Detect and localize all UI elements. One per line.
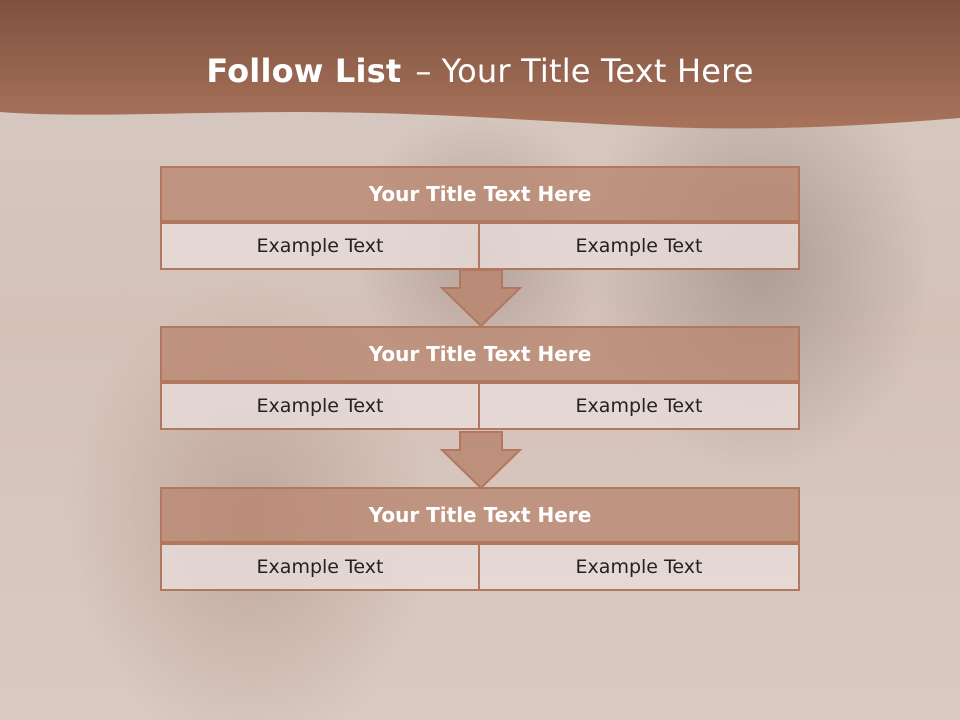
title-separator: – xyxy=(415,52,432,90)
step-cell-left: Example Text xyxy=(160,382,480,430)
step-block-1: Your Title Text Here Example Text Exampl… xyxy=(160,166,800,270)
title-bold-part: Follow List xyxy=(206,52,402,90)
step-cell-left: Example Text xyxy=(160,222,480,270)
step-title: Your Title Text Here xyxy=(160,487,800,543)
title-banner xyxy=(0,0,960,129)
step-title: Your Title Text Here xyxy=(160,326,800,382)
down-arrow-icon xyxy=(439,269,523,328)
title-rest: Your Title Text Here xyxy=(441,52,754,90)
step-cell-right: Example Text xyxy=(480,222,800,270)
slide-title: Follow List–Your Title Text Here xyxy=(0,52,960,90)
step-title: Your Title Text Here xyxy=(160,166,800,222)
step-cell-right: Example Text xyxy=(480,543,800,591)
step-block-2: Your Title Text Here Example Text Exampl… xyxy=(160,326,800,430)
down-arrow-icon xyxy=(439,431,523,490)
step-cell-left: Example Text xyxy=(160,543,480,591)
step-block-3: Your Title Text Here Example Text Exampl… xyxy=(160,487,800,591)
step-cell-right: Example Text xyxy=(480,382,800,430)
